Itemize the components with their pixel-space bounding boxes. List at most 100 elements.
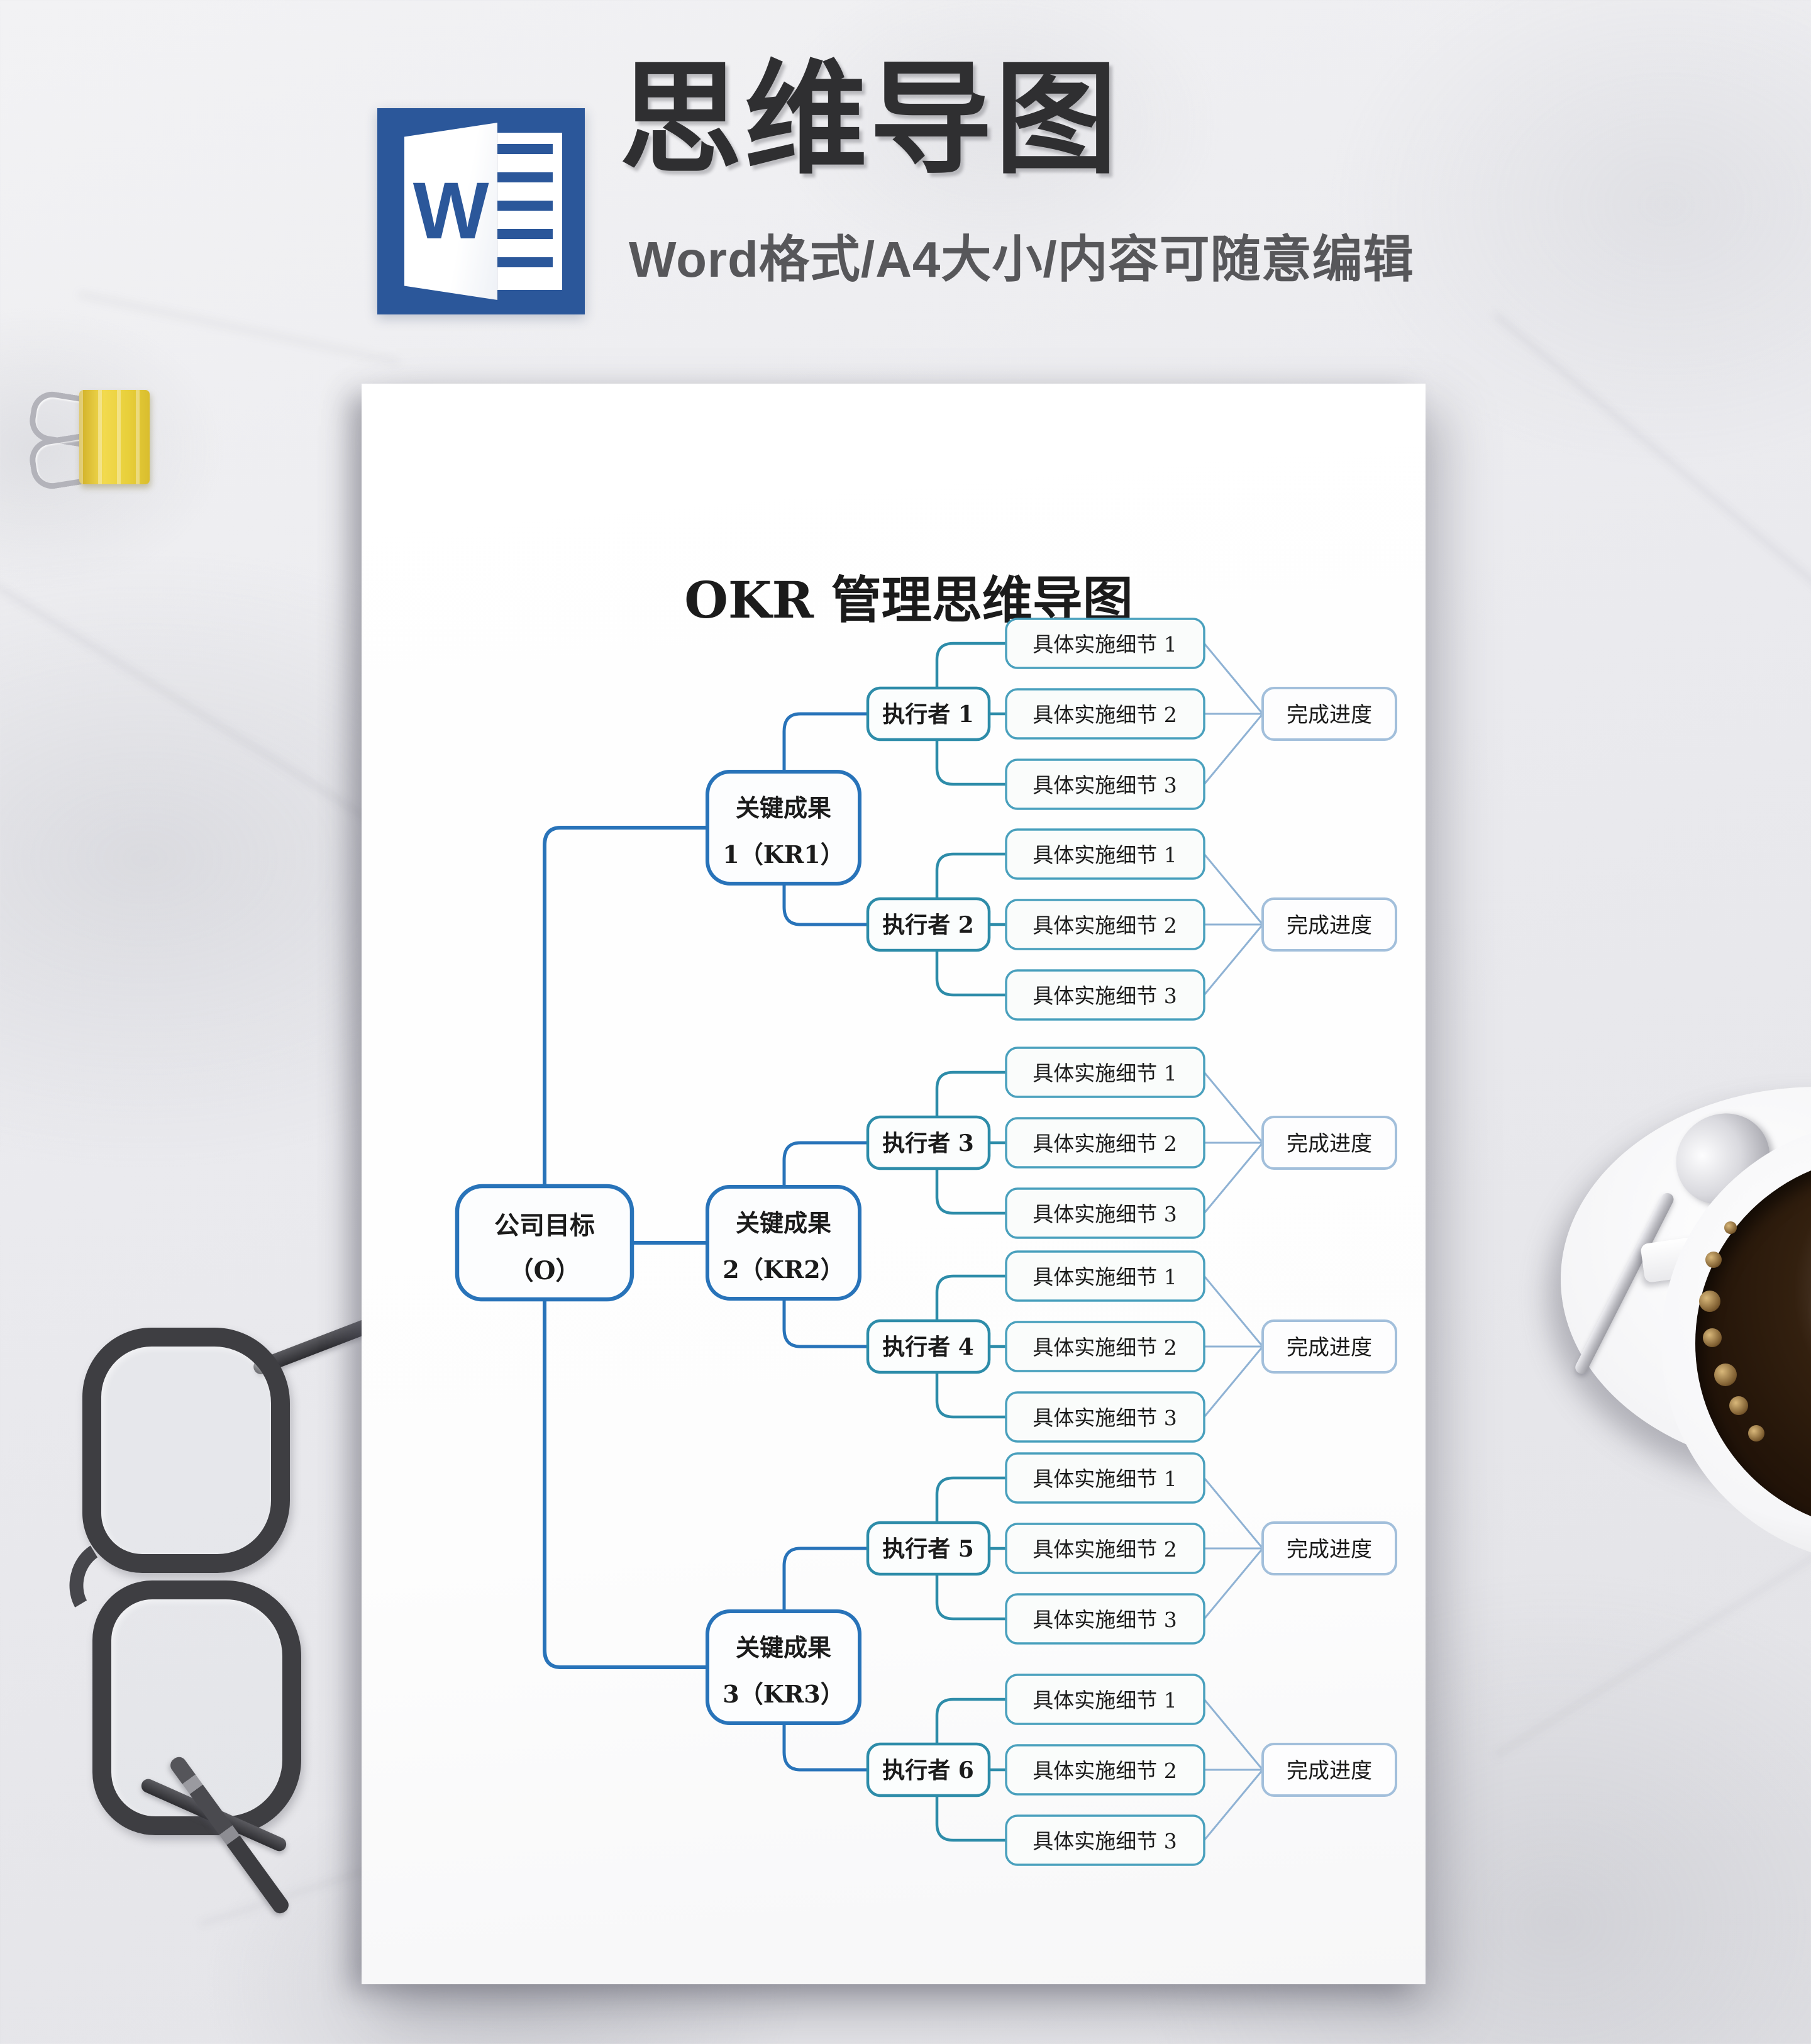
coffee-bubble [1699,1291,1720,1312]
link-kr3-executors [782,1547,868,1772]
node-kr1-label-line1: 关键成果 [736,794,831,822]
node-detail [1005,1674,1205,1725]
node-kr2-label-line1: 关键成果 [736,1209,831,1237]
node-detail-label: 具体实施细节 2 [1033,1335,1177,1360]
node-kr3 [706,1609,861,1725]
node-kr3-label-line2: 3（KR3） [723,1680,845,1708]
node-progress [1261,897,1397,952]
node-executor-6 [866,1742,991,1797]
word-icon: W [377,108,585,314]
node-detail [1005,1452,1205,1504]
coffee-bubble [1748,1425,1764,1441]
node-executor-3-label: 执行者 3 [882,1130,974,1157]
node-detail-label: 具体实施细节 1 [1033,843,1177,867]
node-executor-4-label: 执行者 4 [882,1334,974,1360]
node-progress [1261,687,1397,741]
link-details-progress-1 [1203,643,1264,785]
node-executor-3 [866,1115,991,1170]
link-executor2-details [935,852,1006,997]
node-executor-1-label: 执行者 1 [882,701,974,728]
node-detail [1005,618,1205,669]
node-detail [1005,758,1205,810]
node-detail-label: 具体实施细节 3 [1033,1829,1177,1853]
node-kr3-label-line1: 关键成果 [736,1633,831,1662]
link-details-progress-4 [1203,1275,1264,1418]
node-detail-label: 具体实施细节 1 [1033,1265,1177,1289]
node-detail [1005,1523,1205,1574]
node-root-label-line1: 公司目标 [494,1211,595,1240]
coffee-bubble [1714,1364,1737,1386]
node-detail-label: 具体实施细节 2 [1033,1131,1177,1156]
node-detail [1005,969,1205,1021]
node-detail-label: 具体实施细节 3 [1033,1406,1177,1430]
node-detail-label: 具体实施细节 1 [1033,1061,1177,1086]
node-detail-label: 具体实施细节 1 [1033,1688,1177,1713]
coffee-bubble [1703,1328,1722,1347]
word-icon-cover: W [404,122,498,301]
coffee-cup [1541,1044,1811,1565]
node-progress-label: 完成进度 [1287,703,1372,728]
node-progress-label: 完成进度 [1287,1131,1372,1157]
node-progress [1261,1521,1397,1575]
link-details-progress-5 [1203,1477,1264,1619]
node-kr2-label-line2: 2（KR2） [723,1255,845,1284]
coffee-bubble [1729,1396,1748,1415]
node-progress-label: 完成进度 [1287,913,1372,938]
link-kr1-executors [782,712,868,926]
node-progress [1261,1743,1397,1797]
node-detail-label: 具体实施细节 3 [1033,1202,1177,1226]
node-root [455,1184,634,1302]
mindmap-diagram: OKR 管理思维导图 公司目标 （O） 关键成果 1（KR1） 关键成果 [455,570,1397,1866]
node-progress [1261,1319,1397,1374]
link-executor6-details [935,1697,1006,1842]
page-title: 思维导图 [619,51,1120,188]
glasses-lens [82,1328,290,1573]
node-detail [1005,899,1205,950]
glasses [60,1301,416,2028]
node-progress-label: 完成进度 [1287,1758,1372,1784]
node-executor-2-label: 执行者 2 [882,912,974,938]
node-detail-label: 具体实施细节 3 [1033,1608,1177,1632]
marble-vein [79,292,399,364]
node-executor-6-label: 执行者 6 [882,1757,974,1784]
link-root-kr3 [543,1299,707,1669]
node-detail-label: 具体实施细节 2 [1033,913,1177,938]
node-detail [1005,688,1205,740]
node-detail [1005,1321,1205,1372]
page-subtitle: Word格式/A4大小/内容可随意编辑 [629,231,1414,287]
coffee-bubble [1705,1252,1722,1268]
node-detail [1005,1593,1205,1645]
marble-vein [1495,1541,1811,1757]
link-root-kr1 [543,826,707,1186]
node-detail-label: 具体实施细节 1 [1033,1467,1177,1491]
node-kr1-label-line2: 1（KR1） [723,840,845,869]
node-executor-4 [866,1319,991,1374]
node-progress-label: 完成进度 [1287,1537,1372,1562]
node-kr2 [706,1185,861,1301]
node-progress [1261,1116,1397,1170]
node-detail-label: 具体实施细节 3 [1033,984,1177,1008]
coffee-bubble [1724,1221,1737,1234]
node-detail-label: 具体实施细节 2 [1033,703,1177,727]
link-kr2-executors [782,1141,868,1348]
marble-vein [1493,313,1811,647]
word-icon-letter: W [413,166,489,257]
node-executor-5 [866,1521,991,1576]
node-detail-label: 具体实施细节 2 [1033,1758,1177,1783]
node-detail-label: 具体实施细节 3 [1033,773,1177,797]
node-executor-5-label: 执行者 5 [882,1536,974,1562]
node-detail [1005,1391,1205,1443]
node-detail-label: 具体实施细节 1 [1033,632,1177,657]
node-detail [1005,1187,1205,1239]
link-details-progress-2 [1203,853,1264,996]
document-page: OKR 管理思维导图 公司目标 （O） 关键成果 1（KR1） 关键成果 [362,384,1426,1984]
link-executor5-details [935,1476,1006,1621]
node-detail [1005,1744,1205,1796]
link-details-progress-6 [1203,1699,1264,1841]
node-detail [1005,828,1205,880]
node-detail [1005,1117,1205,1169]
link-executor3-details [935,1070,1006,1215]
link-details-progress-3 [1203,1072,1264,1214]
node-detail [1005,1814,1205,1866]
